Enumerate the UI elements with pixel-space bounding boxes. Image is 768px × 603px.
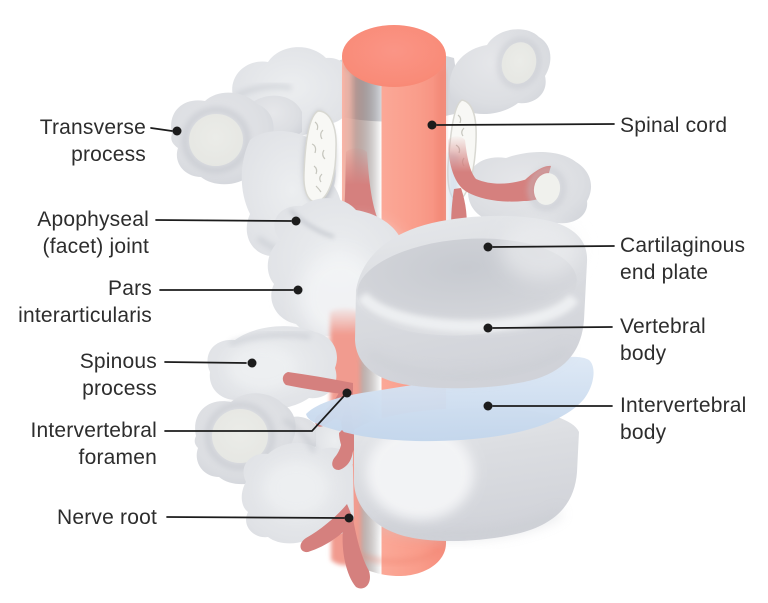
nerve-roots-lower [300, 430, 370, 589]
leader-lines [150, 123, 615, 519]
leader-transverse-process [150, 127, 173, 132]
label-pars-interarticularis: Pars interarticularis [18, 277, 152, 327]
leader-intervertebral-foramen [164, 395, 345, 432]
leader-nerve-root [166, 516, 345, 519]
vertebral-body-lower-group [354, 407, 579, 542]
facet-joint-seam [288, 208, 335, 239]
label-spinal-cord: Spinal cord [620, 114, 728, 137]
label-intervertebral-foramen: Intervertebral foramen [30, 419, 157, 469]
leader-vertebral-body [492, 326, 613, 329]
leader-apophyseal-joint [155, 219, 292, 222]
nerve-branch-shape [282, 372, 353, 395]
spinous-process-group [207, 326, 337, 410]
label-transverse-process: Transverse process [39, 116, 146, 166]
vertebral-body-upper-group [355, 215, 588, 389]
nerve-root-upper-right-shape [448, 136, 546, 202]
label-apophyseal-facet-joint: Apophyseal (facet) joint [37, 208, 149, 258]
label-cartilaginous-end-plate: Cartilaginous end plate [620, 234, 746, 284]
posterior-vertebral-elements [171, 29, 592, 263]
label-nerve-root: Nerve root [56, 506, 157, 529]
spinal-cord-cut-top [342, 25, 446, 87]
label-spinous-process: Spinous process [79, 350, 157, 400]
leader-cartilaginous-end-plate [492, 245, 615, 248]
nerve-root-lower-shape [300, 504, 354, 553]
label-intervertebral-body: Intervertebral body [620, 394, 747, 444]
leader-dots [172, 120, 493, 523]
transverse-process-left-facet [189, 113, 243, 167]
leader-spinous-process [164, 361, 247, 364]
leader-spinal-cord [436, 123, 615, 126]
label-vertebral-body: Vertebral body [620, 315, 706, 365]
